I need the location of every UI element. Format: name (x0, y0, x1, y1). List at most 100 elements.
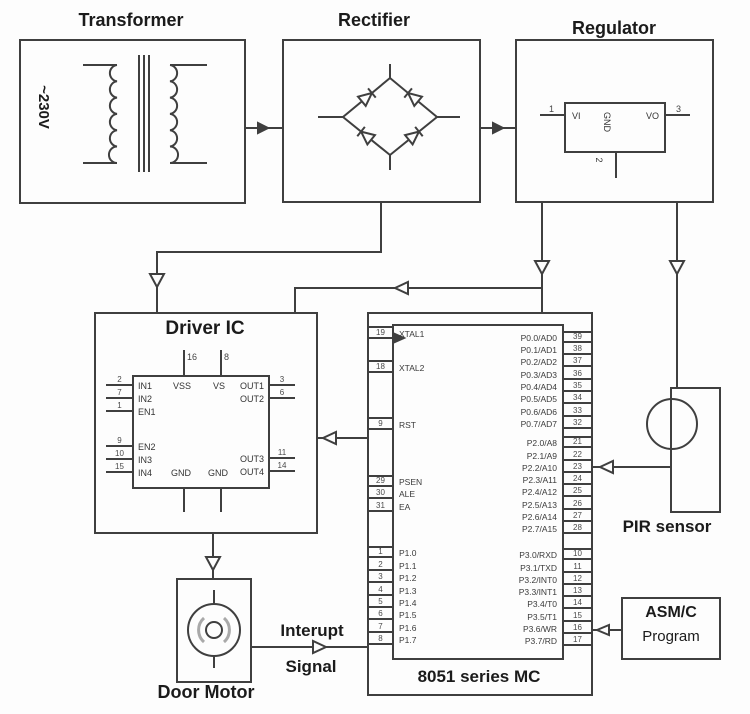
pin-label: P3.5/T1 (527, 611, 557, 622)
mcu-xtal1-pin: 19 XTAL1 (368, 326, 463, 339)
driver-out3-label: OUT3 (239, 454, 264, 464)
pin-number: 31 (368, 499, 393, 512)
pin-row: P2.0/A8 21 (393, 436, 592, 449)
pin-number: 5 (368, 596, 393, 608)
mcu-port2-pins: P2.0/A8 21 P2.1/A9 22 P2.2/A10 23 P2.3/A… (393, 436, 592, 535)
pin-label: P3.2/INT0 (518, 574, 557, 585)
pin-number: 9 (368, 417, 393, 430)
pin-label: P0.4/AD4 (520, 382, 557, 393)
pin-number: 16 (563, 622, 592, 635)
pin-row: 18 XTAL2 (368, 360, 463, 373)
diode-top-right (403, 87, 424, 108)
interrupt-label-2: Signal (285, 657, 337, 676)
pin-number: 7 (106, 386, 133, 399)
pin-number: 26 (563, 497, 592, 510)
transformer-box (19, 39, 246, 204)
transformer-symbol (83, 55, 207, 172)
regulator-vo-label: VO (645, 111, 659, 121)
driver-in4-label: IN4 (138, 468, 153, 478)
pir-lens (646, 398, 698, 450)
pin-number: 25 (563, 485, 592, 498)
pin-number: 37 (563, 355, 592, 368)
pin-label: P2.2/A10 (522, 462, 557, 473)
driver-left-bottom-pins: 9 10 15 (106, 434, 133, 473)
driver-ic-chip (132, 375, 270, 489)
pin-label: P2.0/A8 (526, 438, 557, 449)
pin-number: 11 (563, 560, 592, 573)
pin-row: P3.1/TXD 11 (393, 560, 592, 573)
mains-voltage-label: ~230V (35, 85, 52, 129)
diode-bottom-left (356, 126, 377, 147)
pin-number: 28 (563, 522, 592, 535)
mcu-port3-pins: P3.0/RXD 10 P3.1/TXD 11 P3.2/INT0 12 P3.… (393, 548, 592, 647)
pin-number: 3 (368, 571, 393, 584)
pin-row: P0.2/AD2 37 (393, 355, 592, 368)
pin-label: P0.1/AD1 (520, 345, 557, 356)
pin-row: 30 ALE (368, 487, 463, 500)
pin-number: 15 (106, 460, 133, 473)
pin-row: 5 P1.4 (368, 596, 463, 608)
mcu-control-pins: 29 PSEN 30 ALE 31 EA (368, 474, 463, 512)
pin-number: 14 (563, 597, 592, 610)
pin-row: P2.5/A13 26 (393, 497, 592, 510)
driver-vss-label: VSS (173, 381, 192, 391)
mcu-title: 8051 series MC (417, 667, 541, 686)
pin-label: P0.5/AD5 (520, 394, 557, 405)
pin-label: P3.7/RD (524, 636, 557, 647)
pin-row: P3.4/T0 14 (393, 597, 592, 610)
driver-gnd1-label: GND (171, 468, 191, 478)
bridge-rectifier-symbol (318, 64, 460, 170)
driver-vs-label: VS (213, 381, 226, 391)
door-motor-label: Door Motor (157, 682, 255, 702)
pin-number: 32 (563, 417, 592, 429)
pin-number: 6 (269, 386, 295, 399)
pin-number: 15 (563, 609, 592, 622)
pin-number: 22 (563, 448, 592, 461)
pin-row: P0.6/AD6 33 (393, 404, 592, 417)
pin-stub-row: 14 (269, 459, 295, 472)
pin-row: P3.7/RD 17 (393, 634, 592, 647)
pin-stub-row: 10 (106, 447, 133, 460)
pin-number: 36 (563, 367, 592, 380)
pin-row: P2.6/A14 27 (393, 510, 592, 523)
pin-number: 21 (563, 436, 592, 449)
pin-stub-row: 11 (269, 446, 295, 459)
pin-label: P2.7/A15 (522, 524, 557, 535)
pin-label: P2.4/A12 (522, 487, 557, 498)
pin-number: 4 (368, 583, 393, 596)
pin-row: 8 P1.7 (368, 633, 463, 646)
pin-label: RST (399, 420, 416, 430)
pin-number: 12 (563, 573, 592, 585)
pin-stub-row: 6 (269, 386, 295, 399)
regulator-leads (540, 114, 690, 178)
pin-row: 1 P1.0 (368, 546, 463, 559)
pin-label: P2.1/A9 (526, 450, 557, 461)
program-label: Program (642, 628, 700, 645)
pin-row: P0.5/AD5 34 (393, 392, 592, 405)
pin-label: P3.3/INT1 (518, 587, 557, 598)
pin-label: P1.0 (399, 548, 417, 559)
pin-label: P2.6/A14 (522, 512, 557, 523)
driver-in3-label: IN3 (138, 455, 153, 465)
pin-label: P0.3/AD3 (520, 369, 557, 380)
pin-label: ALE (399, 489, 416, 500)
pir-sensor-label: PIR sensor (622, 517, 712, 536)
driver-gnd2-label: GND (208, 468, 228, 478)
pin-stub-row: 1 (106, 399, 133, 412)
pin-stub-row: 7 (106, 386, 133, 399)
pin-stub-row: 2 (106, 373, 133, 386)
pin-row: P0.0/AD0 39 (393, 330, 592, 343)
driver-top-stubs (183, 350, 222, 376)
regulator-pin1: 1 (549, 104, 555, 114)
diode-bottom-right (403, 126, 424, 147)
regulator-gnd-label: GND (602, 112, 612, 132)
pin-label: PSEN (399, 476, 423, 487)
pin-number: 10 (563, 548, 592, 561)
pin-row: P3.5/T1 15 (393, 609, 592, 622)
pin-row: P3.2/INT0 12 (393, 573, 592, 585)
mcu-xtal2-pin: 18 XTAL2 (368, 360, 463, 373)
pin-number: 38 (563, 343, 592, 356)
pin-row: 9 RST (368, 417, 463, 430)
regulator-pin2: 2 (594, 157, 604, 163)
